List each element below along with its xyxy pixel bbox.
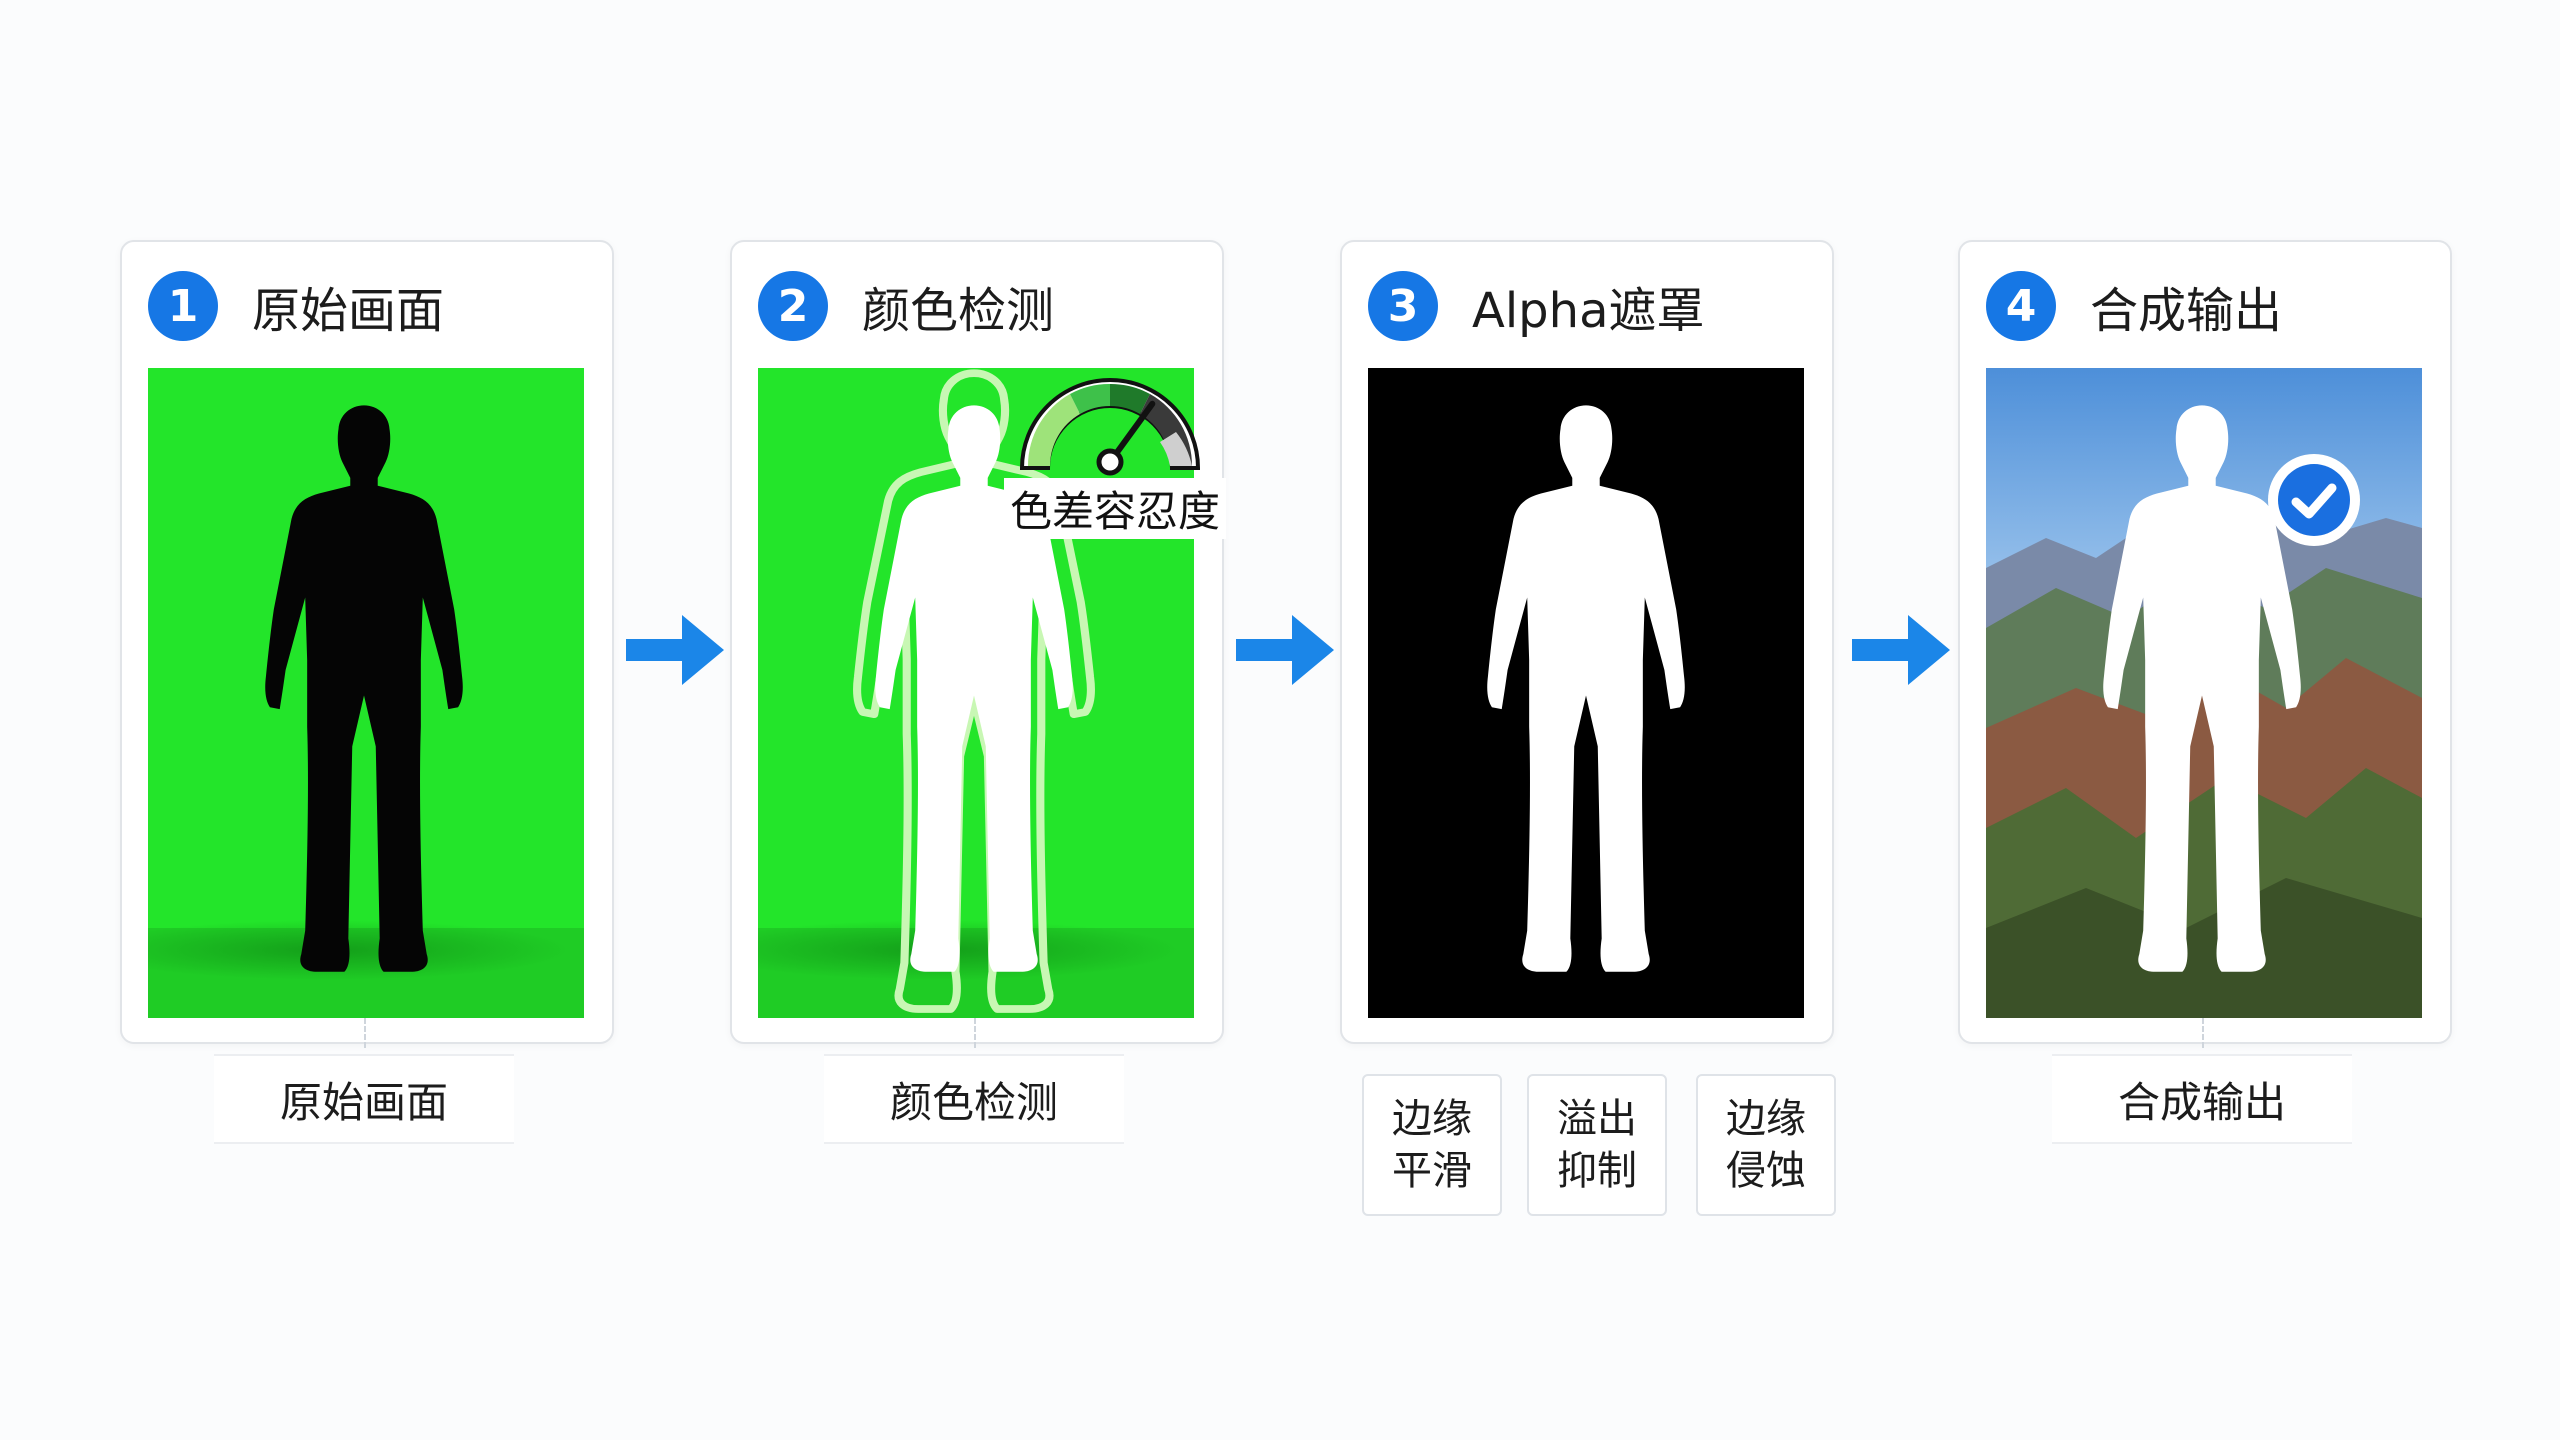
step-title: 颜色检测 (862, 283, 1055, 339)
step-caption: 颜色检测 (824, 1054, 1124, 1144)
checkmark-icon (2268, 454, 2360, 546)
composite-output-panel (1986, 368, 2422, 1018)
arrow-right-icon (1236, 615, 1334, 685)
connector-line (2202, 1018, 2204, 1048)
gauge-label: 色差容忍度 (1004, 478, 1227, 539)
connector-line (364, 1018, 366, 1048)
step-card-4: 4 合成输出 (1958, 240, 2452, 1044)
step-caption: 原始画面 (214, 1054, 514, 1144)
step-header: 4 合成输出 (1986, 268, 2282, 344)
mountain-background (1986, 368, 2422, 1018)
tool-label: 边缘侵蚀 (1726, 1096, 1806, 1194)
step-number-badge: 3 (1368, 271, 1438, 341)
step-number-badge: 2 (758, 271, 828, 341)
arrow-right-icon (1852, 615, 1950, 685)
step-title: Alpha遮罩 (1472, 283, 1705, 339)
alpha-matte-panel (1368, 368, 1804, 1018)
detected-silhouette (758, 368, 1194, 1018)
step-card-3: 3 Alpha遮罩 (1340, 240, 1834, 1044)
step-title: 原始画面 (252, 283, 445, 339)
step-header: 1 原始画面 (148, 268, 444, 344)
gauge-icon (1019, 378, 1201, 476)
step-header: 3 Alpha遮罩 (1368, 268, 1704, 344)
arrow-right-icon (626, 615, 724, 685)
original-frame-panel (148, 368, 584, 1018)
tool-label: 边缘平滑 (1392, 1096, 1472, 1194)
person-silhouette-icon (148, 405, 584, 1018)
tool-edge-smooth[interactable]: 边缘平滑 (1362, 1074, 1502, 1216)
step-title: 合成输出 (2090, 283, 2283, 339)
tool-edge-erode[interactable]: 边缘侵蚀 (1696, 1074, 1836, 1216)
step-number-badge: 1 (148, 271, 218, 341)
step-header: 2 颜色检测 (758, 268, 1054, 344)
step-card-1: 1 原始画面 (120, 240, 614, 1044)
tool-label: 溢出抑制 (1557, 1096, 1637, 1194)
step-number-badge: 4 (1986, 271, 2056, 341)
tool-spill-suppress[interactable]: 溢出抑制 (1527, 1074, 1667, 1216)
step-caption: 合成输出 (2052, 1054, 2352, 1144)
color-detection-panel (758, 368, 1194, 1018)
connector-line (974, 1018, 976, 1048)
matte-silhouette (1487, 405, 1685, 972)
step-card-2: 2 颜色检测 (730, 240, 1224, 1044)
